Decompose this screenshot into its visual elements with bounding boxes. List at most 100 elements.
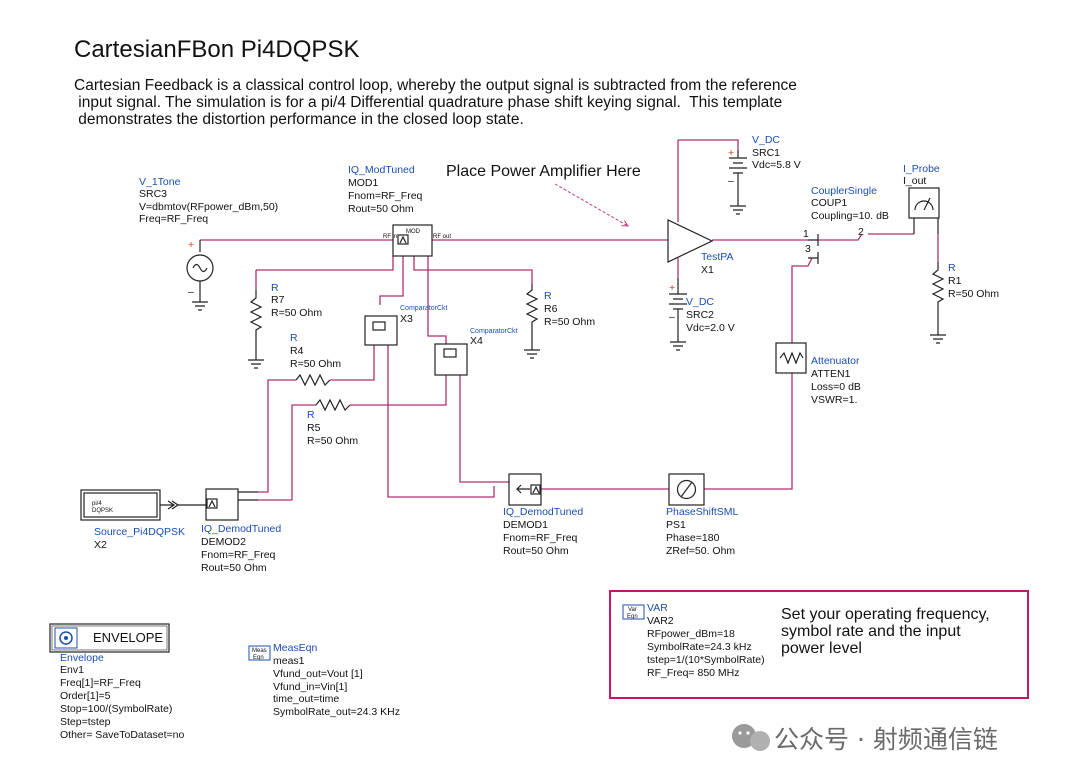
v1tone-source[interactable]: + – V_1Tone SRC3 V=dbmtov(RFpower_dBm,50… <box>139 176 278 311</box>
coup1-type: CouplerSingle <box>811 185 877 197</box>
mod1-rout: Rout=50 Ohm <box>348 203 414 215</box>
iq-mod-tuned[interactable]: MOD RF in RF out IQ_ModTuned MOD1 Fnom=R… <box>348 164 451 257</box>
schematic-title: CartesianFBon Pi4DQPSK <box>74 36 360 63</box>
r4-type: R <box>290 332 298 344</box>
meas1-type: MeasEqn <box>273 642 318 654</box>
coupler-pin-2: 2 <box>858 226 864 238</box>
mod-title: MOD <box>406 229 421 235</box>
src2-vdc: Vdc=2.0 V <box>686 322 735 334</box>
schematic-description: Cartesian Feedback is a classical contro… <box>74 77 797 128</box>
r1-id: R1 <box>948 275 962 287</box>
x4-id: X4 <box>470 335 483 347</box>
vdc-src2[interactable]: + – V_DC SRC2 Vdc=2.0 V <box>669 278 735 351</box>
attenuator[interactable]: Attenuator ATTEN1 Loss=0 dB VSWR=1. <box>775 342 861 406</box>
src3-plus: + <box>188 239 194 251</box>
r5-type: R <box>307 409 315 421</box>
src3-type: V_1Tone <box>139 176 181 188</box>
var2-symbolrate: SymbolRate=24.3 kHz <box>647 641 752 653</box>
r6-value: R=50 Ohm <box>544 316 595 328</box>
mod-rf-out-label: RF out <box>433 234 451 240</box>
demod2-id: DEMOD2 <box>201 536 246 548</box>
src3-id: SRC3 <box>139 188 167 200</box>
description-line-3: demonstrates the distortion performance … <box>74 111 524 128</box>
instruction-line-2: symbol rate and the input <box>781 623 961 640</box>
meas1-vfund-out: Vfund_out=Vout [1] <box>273 668 363 680</box>
meas1-symbolrate-out: SymbolRate_out=24.3 KHz <box>273 706 400 718</box>
atten-vswr: VSWR=1. <box>811 394 857 406</box>
envelope-controller[interactable]: ENVELOPE Envelope Env1 Freq[1]=RF_Freq O… <box>49 623 184 741</box>
env1-freq: Freq[1]=RF_Freq <box>60 677 141 689</box>
demod1-rout: Rout=50 Ohm <box>503 545 569 557</box>
pa-annotation-text: Place Power Amplifier Here <box>446 163 641 180</box>
instruction-line-3: power level <box>781 640 862 657</box>
r7-id: R7 <box>271 294 285 306</box>
resistor-r4[interactable]: R R4 R=50 Ohm <box>290 332 341 387</box>
var2-rf-freq: RF_Freq= 850 MHz <box>647 667 740 679</box>
iq-demod-tuned-2[interactable]: IQ_DemodTuned DEMOD2 Fnom=RF_Freq Rout=5… <box>178 488 281 574</box>
resistor-r5[interactable]: R R5 R=50 Ohm <box>307 398 358 447</box>
src2-type: V_DC <box>686 296 714 308</box>
pa-annotation: Place Power Amplifier Here <box>446 163 641 226</box>
probe-type: I_Probe <box>903 163 940 175</box>
env1-id: Env1 <box>60 664 84 676</box>
coup1-coupling: Coupling=10. dB <box>811 210 889 222</box>
current-probe[interactable]: I_Probe I_out <box>903 163 940 234</box>
atten-type: Attenuator <box>811 355 860 367</box>
env1-step: Step=tstep <box>60 716 111 728</box>
description-line-2: input signal. The simulation is for a pi… <box>74 94 783 111</box>
mod1-id: MOD1 <box>348 177 378 189</box>
meas-eqn[interactable]: Meas Eqn MeasEqn meas1 Vfund_out=Vout [1… <box>248 642 400 718</box>
src1-vdc: Vdc=5.8 V <box>752 159 801 171</box>
pa-annotation-arrow <box>554 183 628 226</box>
comparator-x4[interactable]: ComparatorCkt X4 <box>434 328 518 376</box>
x4-type: ComparatorCkt <box>470 328 518 335</box>
source-id: X2 <box>94 539 107 551</box>
src1-plus: + <box>728 147 734 159</box>
resistor-r1[interactable]: R R1 R=50 Ohm <box>930 262 999 344</box>
env1-order: Order[1]=5 <box>60 690 111 702</box>
coupler-pin-3: 3 <box>805 243 811 255</box>
meas1-time-out: time_out=time <box>273 693 339 705</box>
demod1-type: IQ_DemodTuned <box>503 506 583 518</box>
vdc-src1[interactable]: + – V_DC SRC1 Vdc=5.8 V <box>728 134 801 215</box>
instruction-line-1: Set your operating frequency, <box>781 606 990 623</box>
watermark-text: 公众号 · 射频通信链 <box>774 725 998 754</box>
src2-plus: + <box>669 282 675 294</box>
var-instruction-box[interactable]: Var Eqn VAR VAR2 RFpower_dBm=18 SymbolRa… <box>609 590 1029 699</box>
phase-shifter[interactable]: PhaseShiftSML PS1 Phase=180 ZRef=50. Ohm <box>666 473 739 557</box>
resistor-r7[interactable]: R R7 R=50 Ohm <box>248 282 322 369</box>
var2-tstep: tstep=1/(10*SymbolRate) <box>647 654 765 666</box>
src3-voltage: V=dbmtov(RFpower_dBm,50) <box>139 201 278 213</box>
x3-type: ComparatorCkt <box>400 305 448 312</box>
description-line-1: Cartesian Feedback is a classical contro… <box>74 77 797 94</box>
coupler-pin-1: 1 <box>803 228 809 240</box>
r7-value: R=50 Ohm <box>271 307 322 319</box>
wires <box>200 139 939 501</box>
resistor-r6[interactable]: R R6 R=50 Ohm <box>524 284 595 359</box>
mod1-fnom: Fnom=RF_Freq <box>348 190 423 202</box>
atten-loss: Loss=0 dB <box>811 381 861 393</box>
var-icon-line-1: Var <box>628 607 637 613</box>
r6-type: R <box>544 290 552 302</box>
src2-minus: – <box>669 311 675 323</box>
var2-id: VAR2 <box>647 615 674 627</box>
src3-minus: – <box>188 286 194 298</box>
r1-value: R=50 Ohm <box>948 288 999 300</box>
ps1-phase: Phase=180 <box>666 532 720 544</box>
coupler-single[interactable]: 1 2 3 CouplerSingle COUP1 Coupling=10. d… <box>803 185 889 264</box>
comparator-x3[interactable]: ComparatorCkt X3 <box>364 305 448 346</box>
demod2-fnom: Fnom=RF_Freq <box>201 549 276 561</box>
r5-value: R=50 Ohm <box>307 435 358 447</box>
src1-minus: – <box>728 175 734 187</box>
probe-id: I_out <box>903 175 926 187</box>
test-pa[interactable]: TestPA X1 <box>667 219 733 276</box>
var2-rfpower: RFpower_dBm=18 <box>647 628 735 640</box>
meas1-id: meas1 <box>273 655 305 667</box>
iq-demod-tuned-1[interactable]: IQ_DemodTuned DEMOD1 Fnom=RF_Freq Rout=5… <box>503 473 583 557</box>
demod1-fnom: Fnom=RF_Freq <box>503 532 578 544</box>
r7-type: R <box>271 282 279 294</box>
demod1-id: DEMOD1 <box>503 519 548 531</box>
